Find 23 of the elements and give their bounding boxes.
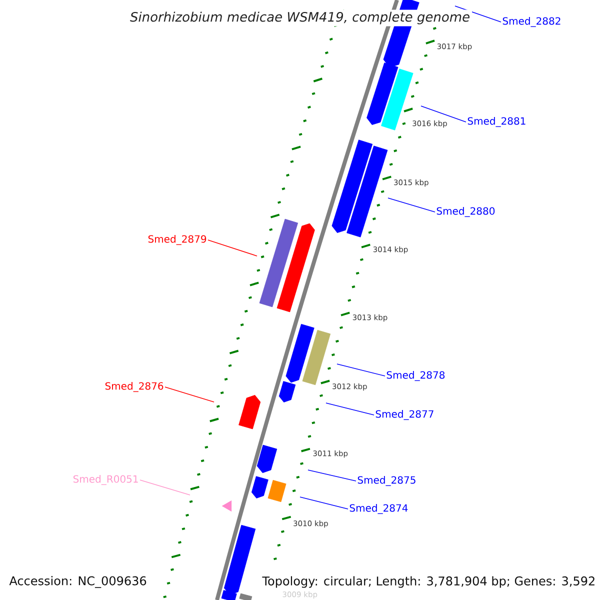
leader-line: [454, 6, 502, 22]
gene-label: Smed_R0051: [73, 475, 138, 485]
gene-label: Smed_2880: [436, 207, 495, 217]
leader-line: [164, 386, 214, 402]
leader-line: [326, 402, 374, 416]
footer-text: Topology: circular; Length: 3,781,904 bp; Genes: 3,592: [262, 576, 594, 588]
gene-label: Smed_2882: [502, 17, 560, 27]
gene-label: Smed_2879: [148, 235, 206, 245]
leader-line: [336, 364, 386, 376]
title: Sinorhizobium medicae WSM419, complete genome: [128, 10, 472, 26]
gene-label: Smed_2877: [376, 410, 434, 420]
leader-line: [140, 480, 190, 496]
gene-label: Smed_2881: [468, 117, 526, 127]
gene-label: Smed_2875: [358, 476, 416, 486]
gene-label: Smed_2874: [350, 504, 408, 514]
gene-label: Smed_2876: [105, 382, 164, 392]
gene-label: Smed_2878: [386, 371, 445, 381]
leader-line: [388, 198, 436, 212]
leader-line: [300, 496, 348, 510]
leader-line: [308, 470, 356, 482]
leader-line: [420, 106, 466, 122]
footer-text: Accession: NC_009636: [9, 576, 146, 588]
leader-line: [208, 240, 258, 256]
